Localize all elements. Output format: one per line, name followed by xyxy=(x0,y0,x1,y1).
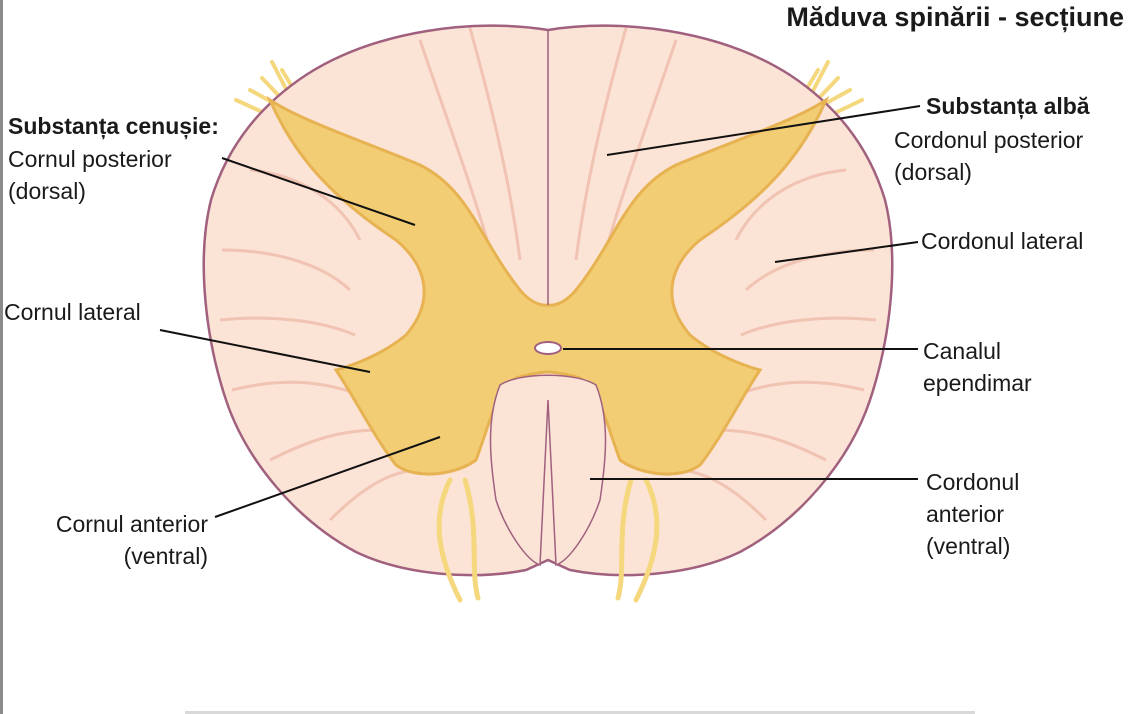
grey-matter-heading: Substanța cenușie: xyxy=(8,113,219,139)
label-posterior-funiculus: Cordonul posterior (dorsal) xyxy=(894,124,1083,188)
label-posterior-funiculus-line2: (dorsal) xyxy=(894,159,972,185)
anterior-nerve-roots xyxy=(436,477,660,603)
diagram-title: Măduva spinării - secțiune xyxy=(786,2,1124,32)
label-lateral-funiculus: Cordonul lateral xyxy=(921,228,1084,254)
label-anterior-funiculus-line3: (ventral) xyxy=(926,533,1011,559)
bottom-divider xyxy=(185,711,975,714)
leader-lateral-horn xyxy=(159,329,371,373)
label-anterior-horn: Cornul anterior (ventral) xyxy=(18,508,208,572)
leader-lateral-funiculus xyxy=(774,241,919,263)
label-anterior-funiculus-line2: anterior xyxy=(926,501,1004,527)
white-matter-heading: Substanța albă xyxy=(926,93,1090,119)
grey-matter xyxy=(266,95,830,476)
label-anterior-horn-line2: (ventral) xyxy=(123,543,208,569)
leader-lines xyxy=(159,105,921,518)
leader-posterior-funiculus xyxy=(606,105,921,156)
left-border xyxy=(0,0,3,714)
label-central-canal-line2: ependimar xyxy=(923,370,1032,396)
label-anterior-funiculus-line1: Cordonul xyxy=(926,469,1020,495)
anterior-median-region xyxy=(489,374,607,567)
label-central-canal-line1: Canalul xyxy=(923,338,1001,364)
leader-posterior-horn xyxy=(221,157,416,226)
label-posterior-horn-line2: (dorsal) xyxy=(8,178,86,204)
label-posterior-horn-line1: Cornul posterior xyxy=(8,146,172,172)
central-canal xyxy=(534,341,562,355)
label-posterior-horn: Cornul posterior (dorsal) xyxy=(8,143,172,207)
label-posterior-funiculus-line1: Cordonul posterior xyxy=(894,127,1084,153)
label-anterior-funiculus: Cordonul anterior (ventral) xyxy=(926,466,1019,562)
leader-anterior-horn xyxy=(214,436,441,518)
label-anterior-horn-line1: Cornul anterior xyxy=(55,511,208,537)
label-central-canal: Canalul ependimar xyxy=(923,335,1032,399)
label-lateral-horn: Cornul lateral xyxy=(4,299,141,325)
